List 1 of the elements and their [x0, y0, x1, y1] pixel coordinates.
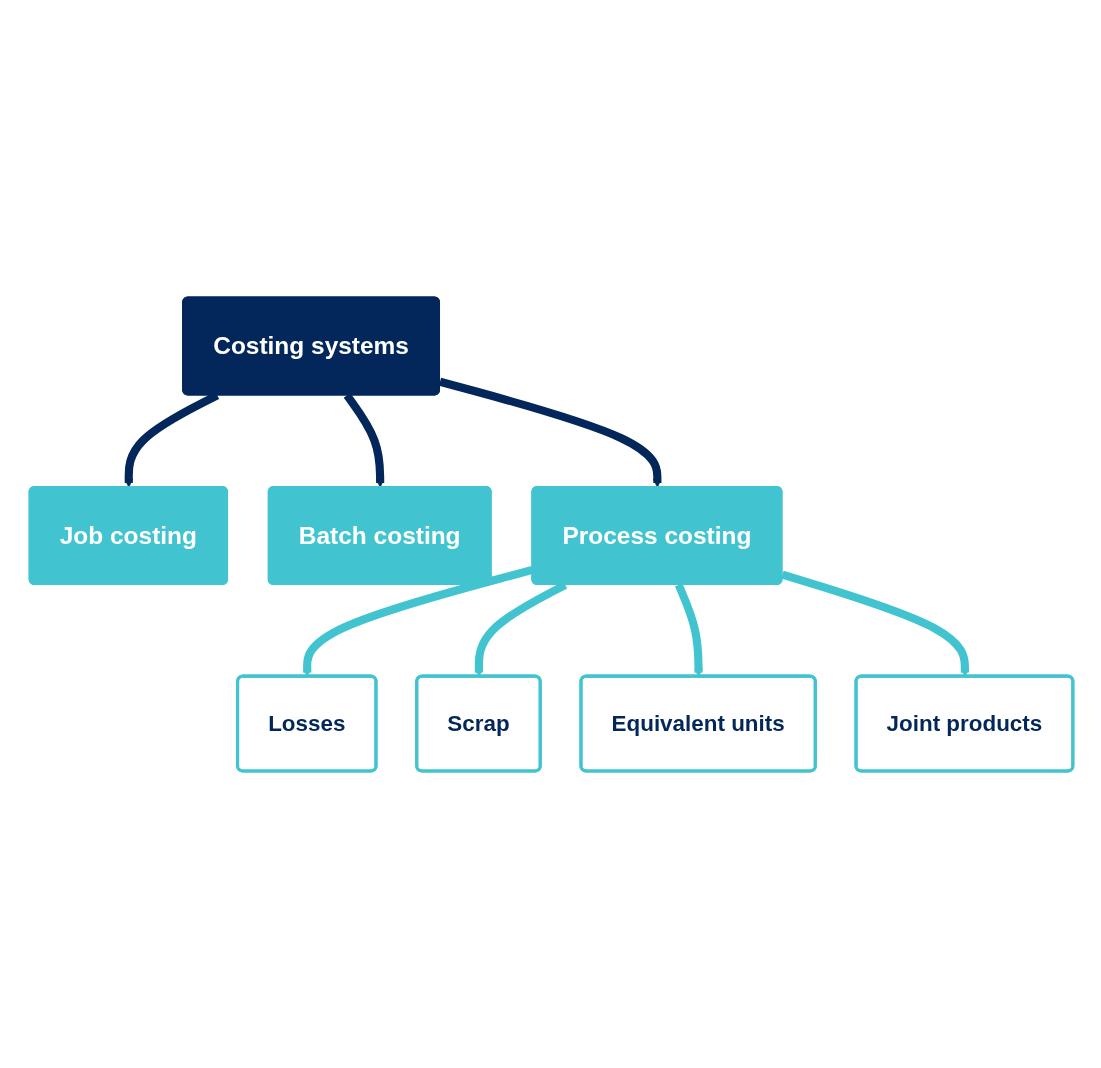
arrow: [343, 393, 385, 488]
